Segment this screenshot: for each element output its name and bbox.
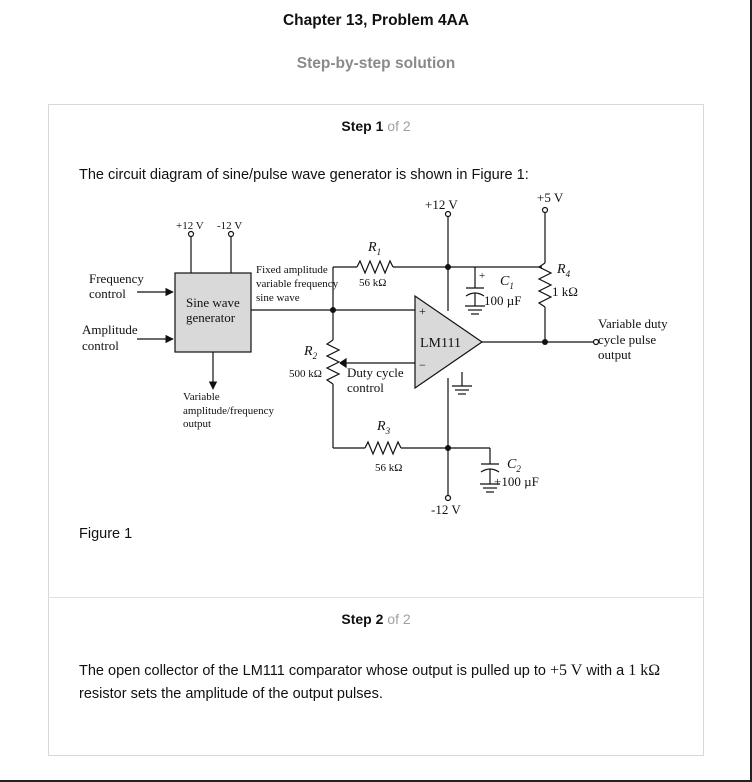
generator-label-2: generator	[186, 310, 236, 325]
duty-cycle-label-1: Duty cycle	[347, 365, 404, 380]
step-divider	[48, 597, 703, 598]
c2-value: +100 µF	[494, 474, 539, 489]
variable-out-label-3: output	[183, 418, 211, 430]
lm111-comparator	[414, 294, 484, 390]
step2-heading: Step 2 of 2	[0, 611, 752, 627]
freq-control-label-1: Frequency	[89, 271, 144, 286]
duty-cycle-label-2: control	[347, 380, 384, 395]
output-label-2: cycle pulse	[598, 332, 656, 347]
variable-out-label-2: amplitude/frequency	[183, 405, 275, 417]
r2-resistor	[325, 339, 341, 385]
step1-heading: Step 1 of 2	[0, 118, 752, 134]
step2-text-a: The open collector of the LM111 comparat…	[79, 663, 546, 679]
resistance-inline: 1 kΩ	[628, 662, 661, 679]
c1-value: 100 µF	[484, 293, 521, 308]
figure-caption: Figure 1	[79, 526, 133, 542]
comparator-plus: +	[419, 304, 426, 318]
voltage-inline: +5 V	[550, 662, 583, 679]
supply-p12-label: +12 V	[176, 220, 204, 232]
step2-text: The open collector of the LM111 comparat…	[79, 659, 679, 706]
r3-label: R3	[376, 419, 391, 436]
c1-label: C1	[500, 274, 514, 291]
page-title: Chapter 13, Problem 4AA	[282, 12, 470, 29]
top-p12-label: +12 V	[425, 197, 458, 212]
r4-value: 1 kΩ	[552, 284, 578, 299]
supply-m12-label: -12 V	[217, 220, 242, 232]
fixed-amp-label-1: Fixed amplitude	[256, 264, 328, 276]
step2-of: of 2	[387, 611, 411, 627]
freq-control-label-2: control	[89, 286, 126, 301]
amp-control-label-1: Amplitude	[82, 322, 138, 337]
r1-label: R1	[367, 240, 381, 257]
bottom-m12-label: -12 V	[431, 502, 461, 517]
amp-control-label-2: control	[82, 338, 119, 353]
step2-text-b: with a	[586, 663, 625, 679]
step1-of: of 2	[387, 118, 411, 134]
step1-label: Step	[341, 118, 372, 134]
generator-label-1: Sine wave	[186, 295, 240, 310]
fixed-amp-label-3: sine wave	[256, 292, 300, 304]
solution-card	[48, 104, 704, 756]
r3-value: 56 kΩ	[375, 462, 402, 474]
step1-text: The circuit diagram of sine/pulse wave g…	[79, 167, 529, 183]
r2-label: R2	[303, 344, 318, 361]
r2-value: 500 kΩ	[289, 368, 322, 380]
page-subtitle: Step-by-step solution	[296, 55, 456, 72]
c1-plus: +	[479, 270, 485, 282]
step2-label: Step	[341, 611, 372, 627]
r4-resistor	[537, 262, 553, 308]
step2-number: 2	[375, 611, 384, 627]
step2-text-c: resistor sets the amplitude of the outpu…	[79, 686, 383, 702]
r4-label: R4	[556, 262, 571, 279]
comparator-label: LM111	[420, 336, 461, 351]
sine-generator-block	[174, 272, 252, 353]
variable-out-label-1: Variable	[183, 391, 220, 403]
output-label-3: output	[598, 347, 632, 362]
r3-resistor	[364, 440, 402, 456]
r1-resistor	[356, 259, 394, 275]
fixed-amp-label-2: variable frequency	[256, 278, 339, 290]
output-label-1: Variable duty	[598, 316, 668, 331]
top-p5-label: +5 V	[537, 190, 564, 205]
comparator-minus: −	[419, 358, 426, 372]
c2-label: C2	[507, 457, 521, 474]
r1-value: 56 kΩ	[359, 277, 386, 289]
step1-number: 1	[375, 118, 384, 134]
